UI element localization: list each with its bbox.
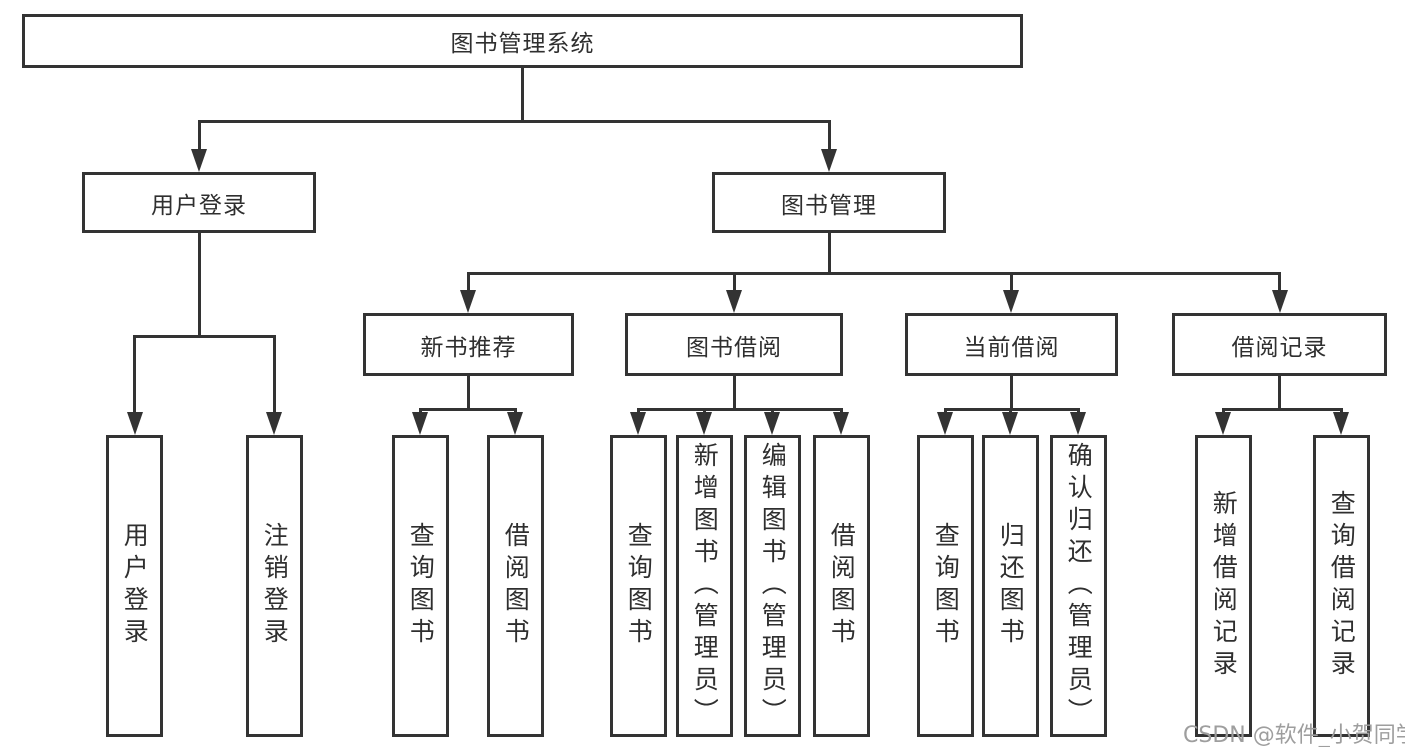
node-label: 图书管理系统 <box>450 31 595 57</box>
node-library-management-system: 图书管理系统 <box>22 14 1023 68</box>
node-label: 借阅记录 <box>1231 334 1328 361</box>
leaf-return-books: 归还图书 <box>982 435 1039 737</box>
connector-new-rec-bar <box>419 408 517 411</box>
arrow-down-icon <box>1333 412 1349 435</box>
connector-drop-login-leaf <box>133 335 136 415</box>
arrow-down-icon <box>696 412 712 435</box>
leaf-query-books-2: 查询图书 <box>610 435 667 737</box>
arrow-down-icon <box>460 290 476 313</box>
connector-new-rec-stem <box>467 375 470 411</box>
arrow-down-icon <box>507 412 523 435</box>
arrow-down-icon <box>821 149 837 172</box>
node-label: 当前借阅 <box>963 334 1060 361</box>
leaf-logout: 注销登录 <box>246 435 303 737</box>
node-label: 用户登录 <box>151 192 247 219</box>
csdn-watermark: CSDN @软件_小贺同学 <box>1183 723 1405 747</box>
connector-root-bar <box>198 120 831 123</box>
leaf-borrow-books-2: 借阅图书 <box>813 435 870 737</box>
node-borrowing-records: 借阅记录 <box>1172 313 1387 376</box>
node-label: 查询图书 <box>406 522 436 650</box>
node-label: 编辑图书（管理员） <box>758 442 788 730</box>
leaf-borrow-books-1: 借阅图书 <box>487 435 544 737</box>
connector-book-mgmt-bar <box>467 272 1281 275</box>
node-label: 归还图书 <box>996 522 1026 650</box>
arrow-down-icon <box>764 412 780 435</box>
node-label: 查询图书 <box>931 522 961 650</box>
arrow-down-icon <box>1002 412 1018 435</box>
node-label: 借阅图书 <box>501 522 531 650</box>
arrow-down-icon <box>833 412 849 435</box>
node-label: 注销登录 <box>260 522 290 650</box>
node-label: 查询借阅记录 <box>1327 490 1357 682</box>
arrow-down-icon <box>937 412 953 435</box>
node-label: 新增借阅记录 <box>1209 490 1239 682</box>
connector-borrowing-bar <box>637 408 842 411</box>
leaf-add-borrow-record: 新增借阅记录 <box>1195 435 1252 737</box>
node-book-management: 图书管理 <box>712 172 946 233</box>
leaf-confirm-return-admin: 确认归还（管理员） <box>1050 435 1107 737</box>
connector-borrowing-stem <box>733 375 736 411</box>
arrow-down-icon <box>1070 412 1086 435</box>
arrow-down-icon <box>1272 290 1288 313</box>
connector-current-bar <box>944 408 1080 411</box>
node-label: 确认归还（管理员） <box>1064 442 1094 730</box>
arrow-down-icon <box>726 290 742 313</box>
leaf-add-books-admin: 新增图书（管理员） <box>676 435 733 737</box>
node-current-borrowing: 当前借阅 <box>905 313 1118 376</box>
node-new-book-recommendation: 新书推荐 <box>363 313 574 376</box>
connector-user-login-stem <box>198 232 201 338</box>
leaf-query-books-3: 查询图书 <box>917 435 974 737</box>
connector-current-stem <box>1010 375 1013 411</box>
node-label: 图书借阅 <box>686 334 782 361</box>
connector-records-stem <box>1278 375 1281 411</box>
node-label: 查询图书 <box>624 522 654 650</box>
node-label: 用户登录 <box>120 522 150 650</box>
node-label: 新书推荐 <box>420 334 517 361</box>
connector-drop-borrowing <box>733 272 736 293</box>
node-label: 借阅图书 <box>827 522 857 650</box>
connector-user-login-bar <box>133 335 276 338</box>
connector-root-stem <box>521 67 524 123</box>
connector-book-mgmt-stem <box>828 232 831 275</box>
arrow-down-icon <box>1215 412 1231 435</box>
connector-drop-current <box>1010 272 1013 293</box>
node-label: 新增图书（管理员） <box>690 442 720 730</box>
leaf-query-borrow-record: 查询借阅记录 <box>1313 435 1370 737</box>
connector-drop-book-management <box>828 120 831 152</box>
leaf-query-books-1: 查询图书 <box>392 435 449 737</box>
arrow-down-icon <box>266 412 282 435</box>
connector-records-bar <box>1222 408 1343 411</box>
connector-drop-new-rec <box>467 272 470 293</box>
node-label: 图书管理 <box>781 192 877 219</box>
node-book-borrowing: 图书借阅 <box>625 313 843 376</box>
node-user-login-group: 用户登录 <box>82 172 316 233</box>
arrow-down-icon <box>1003 290 1019 313</box>
connector-drop-logout-leaf <box>273 335 276 415</box>
arrow-down-icon <box>191 149 207 172</box>
arrow-down-icon <box>127 412 143 435</box>
connector-drop-records <box>1278 272 1281 293</box>
leaf-user-login: 用户登录 <box>106 435 163 737</box>
connector-drop-user-login <box>198 120 201 152</box>
arrow-down-icon <box>412 412 428 435</box>
leaf-edit-books-admin: 编辑图书（管理员） <box>744 435 801 737</box>
arrow-down-icon <box>630 412 646 435</box>
